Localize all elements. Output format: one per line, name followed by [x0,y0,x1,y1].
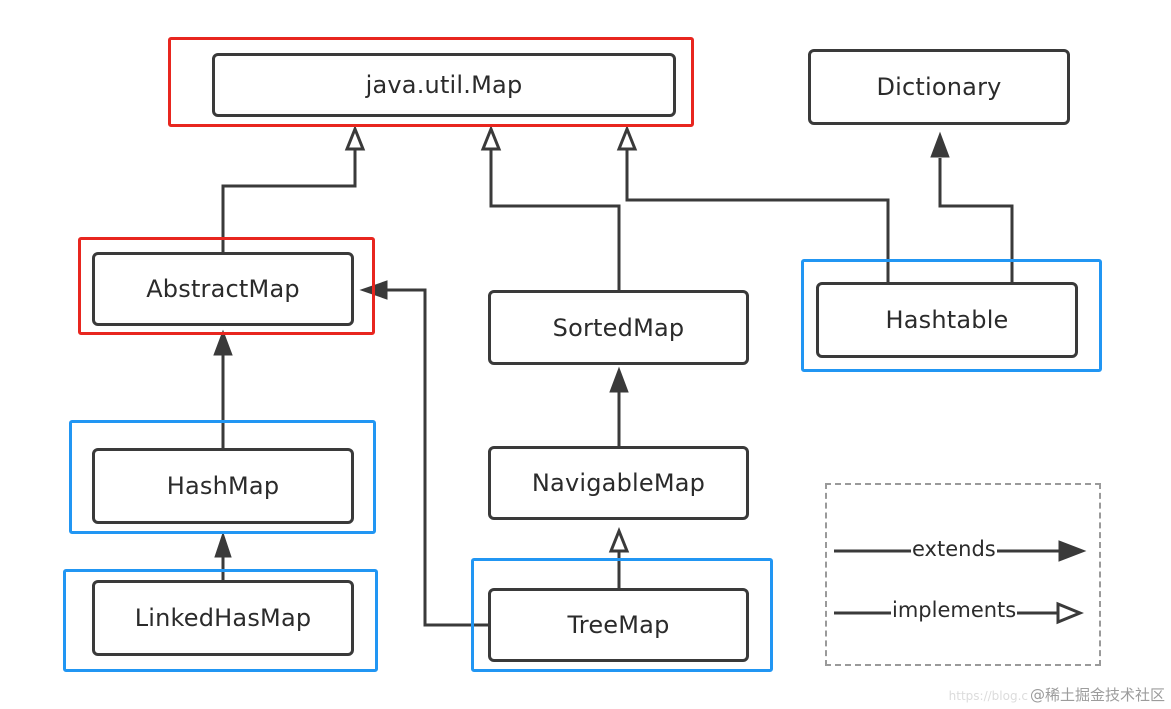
edge-sortedmap-map [489,150,621,290]
legend-extends-arrowhead [1058,540,1087,562]
highlight-abstractmap [78,237,375,335]
node-hashtable: Hashtable [816,282,1078,358]
arrowhead-filled [930,131,950,158]
arrowhead-hollow [344,124,366,151]
highlight-treemap [471,558,773,672]
edge-treemap-abstractmap [386,288,489,627]
arrowhead-hollow [616,124,638,151]
edge-hashtable-map [625,150,890,282]
node-dictionary: Dictionary [808,49,1070,125]
highlight-hashmap [69,420,376,534]
arrowhead-hollow [608,526,630,553]
edge-hashtable-dictionary [938,158,1014,282]
arrowhead-filled [214,531,232,558]
highlight-hashtable [801,259,1102,372]
legend-box [825,483,1101,666]
arrowhead-filled [213,329,233,356]
watermark: https://blog.c@稀土掘金技术社区 [949,684,1165,705]
node-linkedhasmap: LinkedHasMap [92,580,354,656]
legend-implements-label: implements [891,598,1018,622]
watermark-text: @稀土掘金技术社区 [1029,686,1165,704]
node-java-util-map: java.util.Map [212,53,676,117]
legend-implements-arrowhead [1056,601,1084,625]
node-navigablemap: NavigableMap [488,446,749,520]
node-sortedmap: SortedMap [488,290,749,365]
node-treemap: TreeMap [488,588,749,662]
edge-abstractmap-map [221,150,357,252]
node-hashmap: HashMap [92,448,354,524]
legend-extends-label: extends [911,537,997,561]
arrowhead-hollow [480,124,502,151]
watermark-site: https://blog.c [948,689,1028,703]
highlight-linkedhasmap [63,569,378,672]
node-abstractmap: AbstractMap [92,252,354,326]
arrowhead-filled [609,366,629,393]
highlight-map [168,37,694,127]
